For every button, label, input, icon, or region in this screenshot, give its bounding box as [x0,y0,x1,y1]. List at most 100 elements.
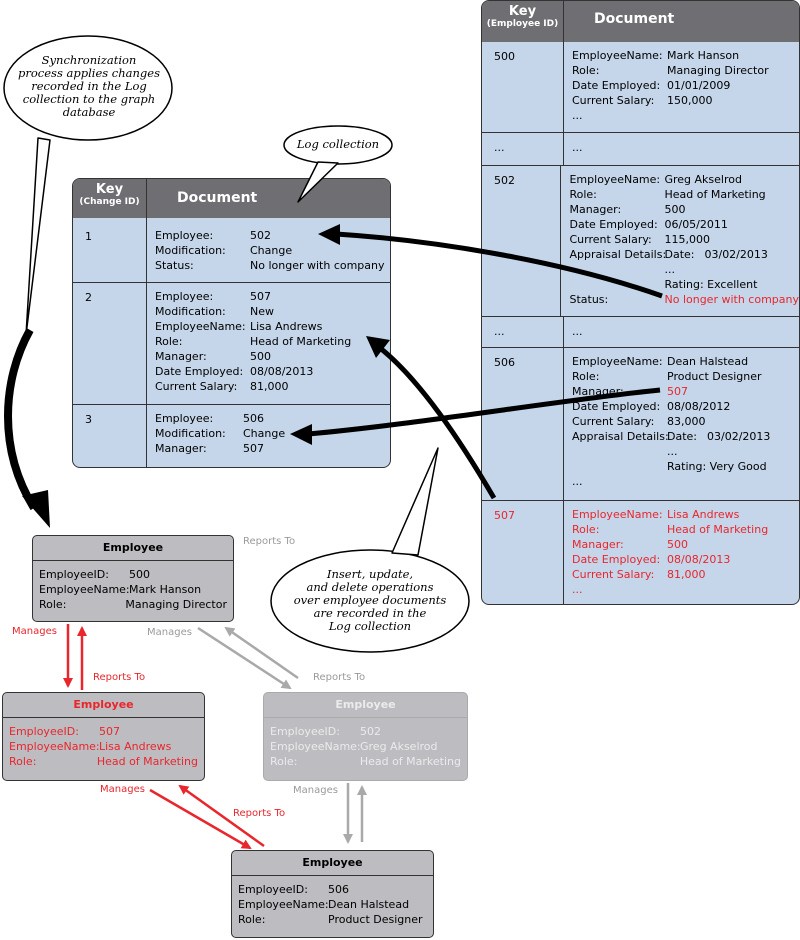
ellipsis: ... [667,445,678,458]
field-label: EmployeeName: [572,355,663,368]
field-value: 500 [129,568,150,581]
sync-arrow-head [22,490,50,528]
field-line: EmployeeID: 500 [39,567,227,582]
field-value: No longer with company [250,259,385,272]
field-label: EmployeeName: [238,898,329,911]
callout-line: over employee documents [293,593,447,607]
field-line: ... [569,262,799,277]
node-body: EmployeeID: 507 EmployeeName:Lisa Andrews… [3,718,204,769]
field-line: EmployeeName:Lisa Andrews [9,739,198,754]
field-line: Rating: Excellent [569,277,799,292]
field-label: Date Employed: [155,365,244,378]
field-value: 500 [664,203,686,216]
field-value: 506 [243,412,264,425]
field-value-changed: No longer with company [664,293,799,306]
field-label: Appraisal Details: [572,430,669,443]
callout-line: process applies changes [18,66,160,80]
field-label: Current Salary: [572,94,655,107]
edge-label-manages: Manages [147,627,192,638]
field-value: Lisa Andrews [250,320,323,333]
field-line: Date Employed:08/08/2012 [572,399,770,414]
row-document: EmployeeName: Dean Halstead Role:Product … [564,348,770,500]
field-value: 08/08/2013 [667,553,731,566]
callout-line: Log collection [328,619,412,633]
field-value: Dean Halstead [667,355,749,368]
field-value: Mark Hanson [129,583,202,596]
field-value: Lisa Andrews [99,740,172,753]
row-key: ... [482,133,564,165]
employee-table-header: Key (Employee ID) Document [482,1,799,42]
callout-line: and delete operations [306,580,434,594]
field-label: EmployeeName: [270,740,361,753]
edge-label-manages: Manages [293,785,338,796]
field-line: Current Salary:115,000 [569,232,799,247]
field-line: ... [572,444,770,459]
field-label: Manager: [572,385,624,398]
employee-documents-table: Key (Employee ID) Document 500 EmployeeN… [481,0,800,605]
field-line: EmployeeName:Dean Halstead [238,897,427,912]
key-header-sub: (Change ID) [79,197,140,207]
key-column-header: Key (Employee ID) [482,1,564,42]
node-title: Employee [232,851,433,876]
field-label: Status: [155,259,194,272]
node-body: EmployeeID:500 EmployeeName:Mark Hanson … [33,561,233,612]
field-label: Role: [155,335,183,348]
edge-label-manages: Manages [100,784,145,795]
field-label: Current Salary: [569,233,652,246]
field-label: Manager: [569,203,622,216]
ellipsis: ... [572,583,583,596]
row-key: 1 [73,218,147,282]
field-label: EmployeeID: [9,725,79,738]
field-line: Current Salary:81,000 [155,379,351,394]
graph-node-502: Employee EmployeeID:502 EmployeeName:Gre… [263,692,468,781]
field-value: 06/05/2011 [664,218,728,231]
log-table-header: Key (Change ID) Document [73,179,390,218]
field-label: Date Employed: [572,400,661,413]
field-value: Change [243,427,286,440]
callout-line: recorded in the Log [31,79,147,93]
row-document: ... [572,141,583,154]
field-label: Role: [238,913,266,926]
field-line: Employee: 507 [155,289,351,304]
field-label: EmployeeName: [572,49,663,62]
field-value: Change [250,244,293,257]
row-document: ... [572,325,583,338]
edge-label-manages: Manages [12,626,57,637]
field-line: EmployeeName:Mark Hanson [572,48,769,63]
field-value: 08/08/2013 [250,365,314,378]
field-label: Date Employed: [569,218,658,231]
callout-line: Synchronization [41,53,137,67]
document-column-header: Document [177,190,258,206]
field-label: EmployeeID: [39,568,109,581]
field-label: Status: [569,293,609,306]
field-line: Role:Head of Marketing [569,187,799,202]
field-line: Role:Product Designer [572,369,770,384]
sync-arrow [4,328,38,511]
field-label: EmployeeName: [39,583,130,596]
field-label: Date Employed: [572,79,661,92]
ops-callout-tail [391,447,439,556]
field-value: Rating: Excellent [664,278,758,291]
row-key: 3 [73,405,147,467]
key-header-sub: (Employee ID) [486,19,559,29]
table-row: 2 Employee:507 Modification:New Employee… [73,282,390,404]
ellipsis: ... [664,263,675,276]
field-value: Greg Akselrod [664,173,742,186]
field-value: 507 [99,725,120,738]
callout-line: are recorded in the [313,606,427,620]
field-line: Current Salary: 150,000 [572,93,769,108]
table-row: ... ... [482,132,799,165]
field-line: Manager:500 [572,537,768,552]
field-value: 507 [250,290,271,303]
field-line: EmployeeID:502 [270,724,461,739]
node-title: Employee [33,536,233,561]
table-row: 500 EmployeeName:Mark Hanson Role:Managi… [482,42,799,132]
field-line: Current Salary:83,000 [572,414,770,429]
ellipsis: ... [572,109,583,122]
field-label: Appraisal Details: [569,248,667,261]
node-title: Employee [3,693,204,718]
field-value: 81,000 [250,380,289,393]
field-label: Role: [572,523,600,536]
field-label: Employee: [155,290,214,303]
field-value: 150,000 [667,94,713,107]
